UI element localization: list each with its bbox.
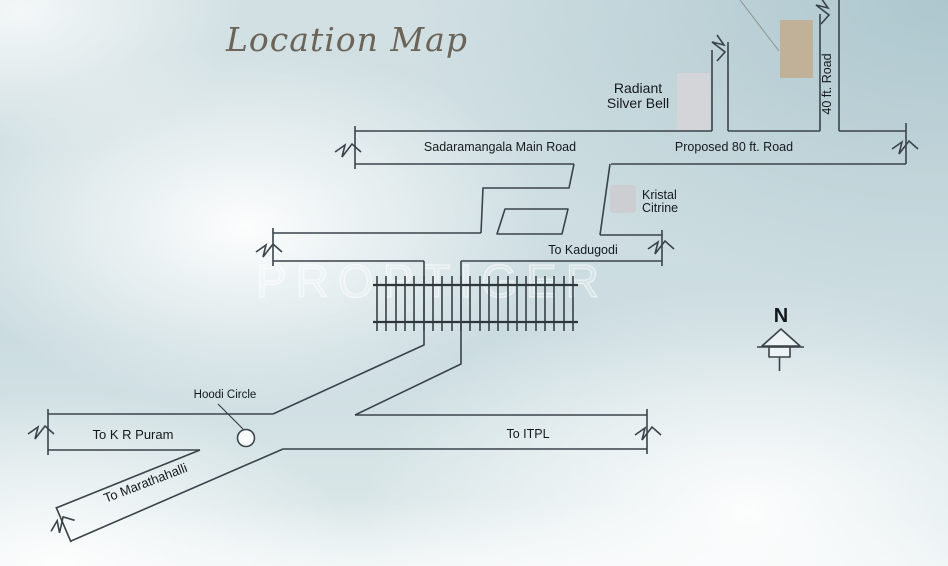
hoodi-circle-label: Hoodi Circle [194,389,257,401]
kristal-label-line1: Kristal [642,188,677,202]
forty-ft-road-label: 40 ft. Road [820,53,834,114]
buildings [610,20,813,213]
kadugodi-road-lines [272,228,663,266]
proposed-80ft-road-label: Proposed 80 ft. Road [675,140,793,154]
hoodi-leader-line [217,403,244,430]
north-compass: N [757,305,804,371]
radiant-label-line1: Radiant [614,80,662,96]
hoodi-circle-symbol [236,428,256,448]
to-itpl-label: To ITPL [506,427,549,441]
to-kr-puram-label: To K R Puram [93,427,174,442]
building-leader-line [739,0,780,52]
to-kadugodi-label: To Kadugodi [548,243,618,257]
landmark-labels: Radiant Silver Bell Kristal Citrine Hood… [194,80,678,401]
north-base-box [768,346,791,358]
forty-ft-road-lines [819,0,840,131]
railway-crossing-road [272,261,462,416]
railway-track [373,276,578,331]
kristal-label-line2: Citrine [642,201,678,215]
kristal-citrine-building [610,185,636,213]
itpl-road-lines [283,409,648,454]
tan-project-building [780,20,813,78]
north-label: N [774,305,788,327]
watermark: PROPTIGER [255,254,608,307]
north-arrow-icon [761,328,801,347]
to-marathahalli-label: To Marathahalli [102,460,190,506]
road-labels: Sadaramangala Main Road Proposed 80 ft. … [93,53,834,505]
radiant-label-line2: Silver Bell [607,95,669,111]
kr-puram-road-lines [47,409,273,455]
road-break-symbols [27,0,919,534]
radiant-silver-bell-building [677,73,710,130]
page-title: Location Map [226,20,468,59]
connector-road [480,163,611,236]
vertical-road-1 [711,42,729,131]
sadaramangala-road-label: Sadaramangala Main Road [424,140,576,154]
marathahalli-road-lines [55,448,284,543]
main-road-lines [354,123,907,169]
